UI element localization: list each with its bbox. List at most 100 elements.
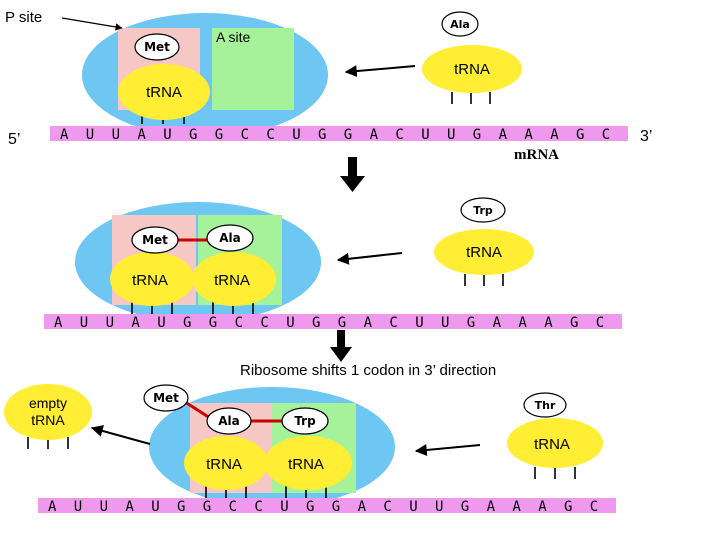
mrna-base: G [318, 127, 326, 143]
trna-ala-incoming [422, 45, 522, 93]
mrna-base: A [524, 127, 533, 143]
amino-acid-ala-2 [206, 224, 254, 252]
trna-label: tRNA [466, 244, 502, 261]
mrna-base: A [48, 499, 57, 515]
mrna-base: C [383, 499, 391, 515]
mrna-base: U [447, 127, 455, 143]
mrna-base: U [74, 499, 82, 515]
shift-caption: Ribosome shifts 1 codon in 3’ direction [240, 362, 496, 379]
amino-acid-ala-incoming [441, 11, 479, 37]
mrna-base: U [286, 315, 294, 331]
trna-trp-3 [264, 436, 352, 490]
trna-label: tRNA [288, 456, 324, 473]
amino-acid-trp-3 [281, 407, 329, 435]
five-prime-label: 5’ [8, 131, 20, 148]
trna-label: tRNA [534, 436, 570, 453]
trna-label: tRNA [206, 456, 242, 473]
mrna-base: G [576, 127, 584, 143]
amino-acid-met-2 [131, 226, 179, 254]
mrna-base: A [358, 499, 367, 515]
mrna-base: C [254, 499, 262, 515]
mrna-base: U [421, 127, 429, 143]
mrna-base: U [86, 127, 94, 143]
mrna-base: A [512, 499, 521, 515]
mrna-base: A [60, 127, 69, 143]
mrna-base: C [389, 315, 397, 331]
mrna-base: U [280, 499, 288, 515]
mrna-base: U [157, 315, 165, 331]
arrow-incoming-2 [336, 252, 403, 265]
mrna-base: G [203, 499, 211, 515]
arrow-incoming-1 [344, 65, 416, 78]
amino-acid-label: Met [153, 391, 179, 405]
mrna-label: mRNA [514, 147, 559, 163]
mrna-strand-1 [50, 126, 628, 141]
amino-acid-label: Ala [219, 231, 241, 245]
mrna-base: A [370, 127, 379, 143]
amino-acid-label: Met [142, 233, 168, 247]
three-prime-label: 3’ [640, 128, 652, 145]
mrna-base: A [487, 499, 496, 515]
amino-acid-label: Trp [294, 414, 316, 428]
mrna-base: G [215, 127, 223, 143]
amino-acid-met-1 [134, 33, 180, 61]
amino-acid-ala-3 [206, 407, 252, 435]
amino-acid-thr-incoming [523, 392, 567, 418]
mrna-base: G [306, 499, 314, 515]
p-site-label: P site [5, 9, 42, 26]
mrna-base: U [151, 499, 159, 515]
amino-acid-label: Ala [450, 18, 470, 31]
amino-acid-label: Thr [535, 399, 556, 412]
mrna-base: A [518, 315, 527, 331]
mrna-base: U [292, 127, 300, 143]
trna-label: tRNA [454, 61, 490, 78]
mrna-base: U [112, 127, 120, 143]
empty-trna-label-2: tRNA [31, 412, 65, 428]
mrna-base: U [409, 499, 417, 515]
mrna-base: A [493, 315, 502, 331]
a-site-1 [212, 28, 294, 110]
arrow-release [90, 425, 151, 445]
mrna-base: G [461, 499, 469, 515]
mrna-base: G [332, 499, 340, 515]
mrna-base: G [467, 315, 475, 331]
mrna-base: G [564, 499, 572, 515]
amino-acid-trp-incoming [460, 197, 506, 223]
arrow-incoming-3 [414, 444, 481, 456]
mrna-base: U [415, 315, 423, 331]
mrna-base: C [229, 499, 237, 515]
mrna-base: G [209, 315, 217, 331]
amino-acid-label: Trp [473, 204, 493, 217]
mrna-base: U [100, 499, 108, 515]
mrna-base: U [106, 315, 114, 331]
mrna-base: A [125, 499, 134, 515]
mrna-base: G [177, 499, 185, 515]
down-arrow-2 [330, 330, 352, 362]
mrna-base: A [499, 127, 508, 143]
amino-acid-met-3 [143, 384, 189, 412]
mrna-base: U [441, 315, 449, 331]
trna-met-2 [110, 252, 194, 306]
trna-empty [4, 384, 92, 440]
mrna-base: A [54, 315, 63, 331]
mrna-base: C [241, 127, 249, 143]
mrna-base: G [183, 315, 191, 331]
trna-met-1 [118, 64, 210, 120]
mrna-strand-3 [38, 498, 616, 513]
released-bond-3 [184, 400, 211, 420]
trna-ala-2 [192, 252, 276, 306]
down-arrow-1 [340, 157, 365, 192]
mrna-base: A [137, 127, 146, 143]
amino-acid-label: Met [144, 40, 170, 54]
mrna-base: A [544, 315, 553, 331]
panel-3: tRNA tRNA Met Ala Trp empty tRNA tRNA Th… [4, 384, 616, 515]
mrna-base: C [266, 127, 274, 143]
trna-ala-3 [184, 436, 268, 490]
mrna-base: C [395, 127, 403, 143]
amino-acid-label: Ala [218, 414, 240, 428]
mrna-base: U [80, 315, 88, 331]
